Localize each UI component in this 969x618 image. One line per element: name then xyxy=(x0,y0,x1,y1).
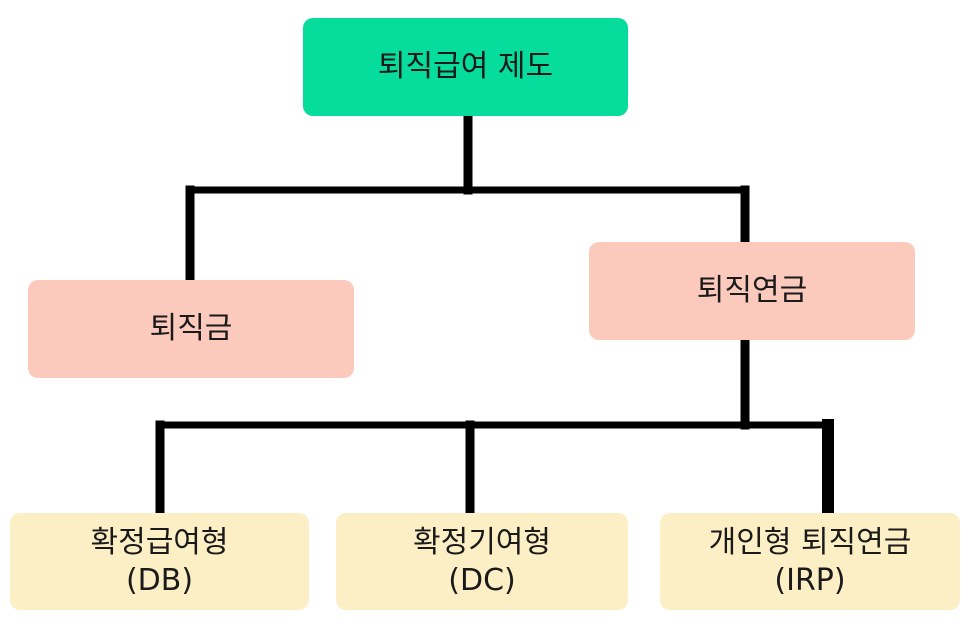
node-defined-contribution: 확정기여형 (DC) xyxy=(336,513,628,610)
node-defined-benefit-abbrev: (DB) xyxy=(125,562,194,598)
node-defined-contribution-abbrev: (DC) xyxy=(448,562,516,598)
node-retirement-pension-label: 퇴직연금 xyxy=(696,273,808,309)
root-node-label: 퇴직급여 제도 xyxy=(377,49,554,85)
node-defined-benefit-label: 확정급여형 xyxy=(90,525,229,560)
node-individual-retirement-pension: 개인형 퇴직연금 (IRP) xyxy=(660,513,960,610)
node-retirement-pension: 퇴직연금 xyxy=(589,242,915,340)
node-retirement-lump-sum: 퇴직금 xyxy=(28,280,354,378)
node-defined-contribution-label: 확정기여형 xyxy=(413,525,551,560)
node-defined-benefit: 확정급여형 (DB) xyxy=(10,513,309,610)
node-individual-retirement-pension-abbrev: (IRP) xyxy=(774,562,846,598)
node-individual-retirement-pension-label: 개인형 퇴직연금 xyxy=(708,525,912,560)
node-retirement-lump-sum-label: 퇴직금 xyxy=(149,311,233,347)
root-node: 퇴직급여 제도 xyxy=(303,18,628,116)
